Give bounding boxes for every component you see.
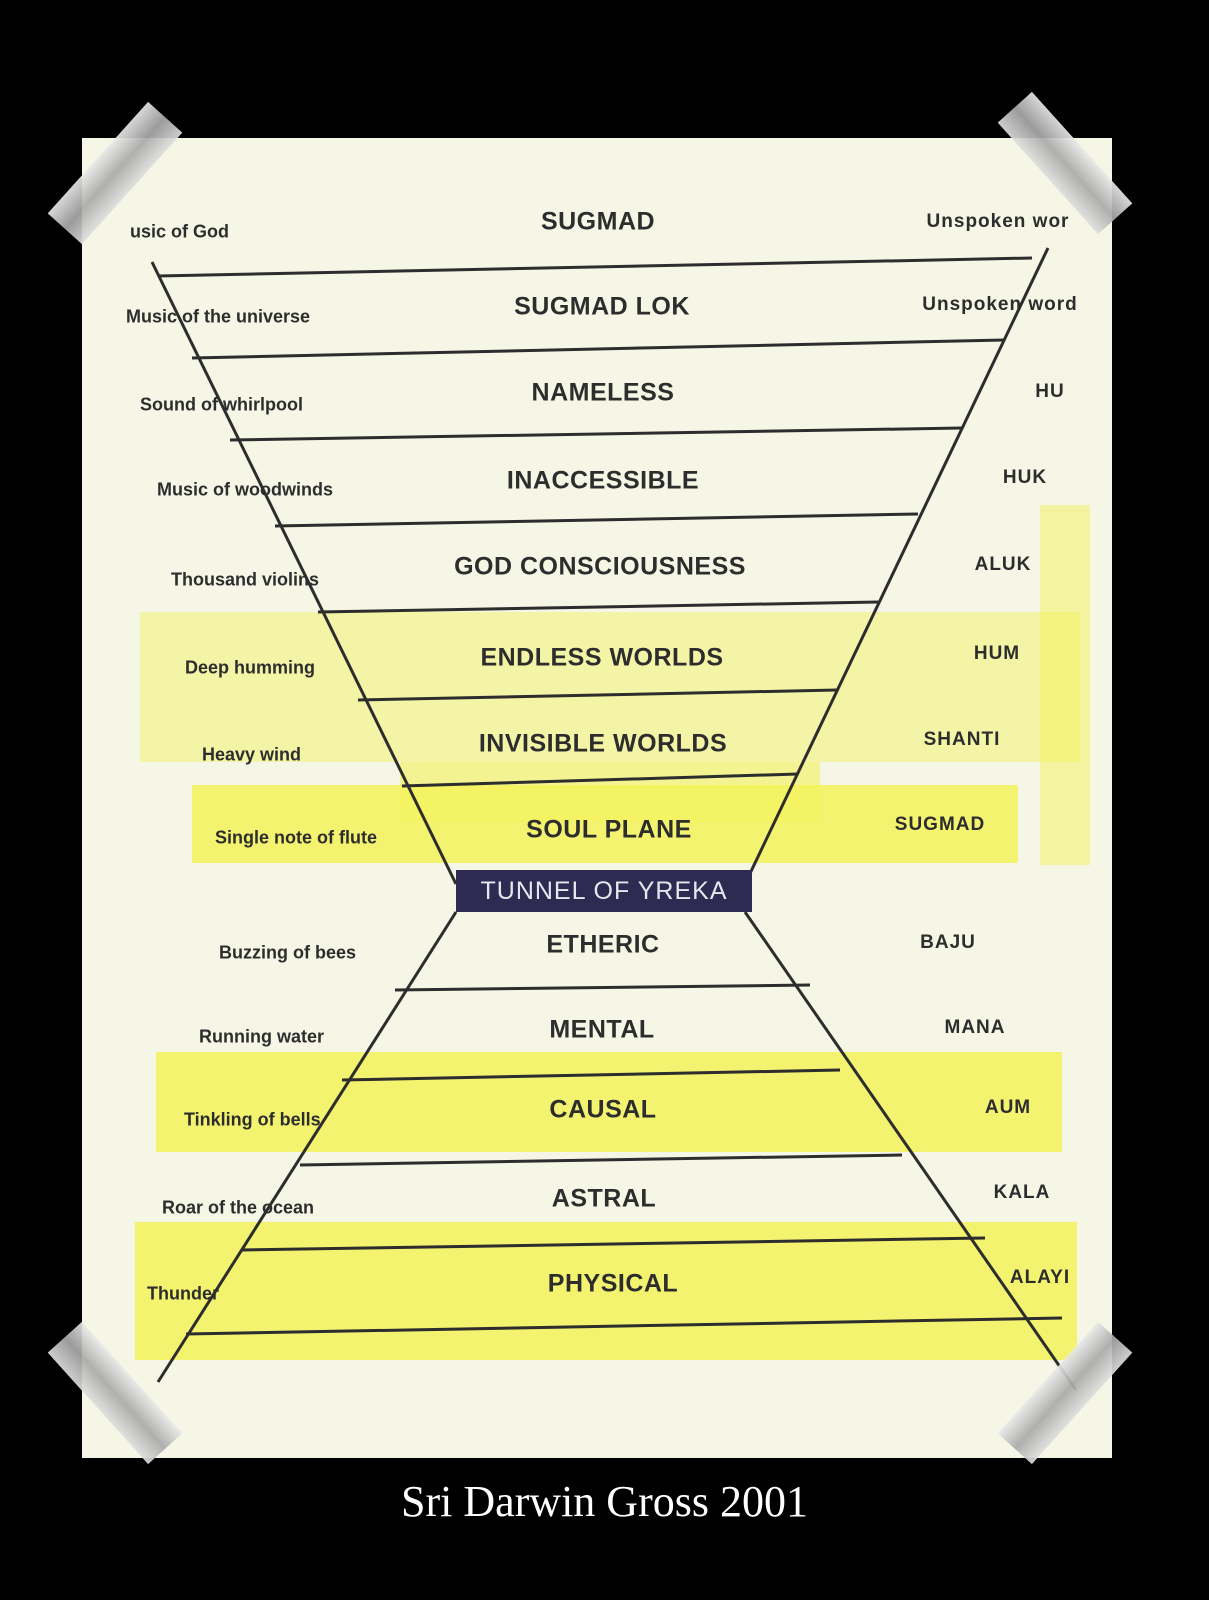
divider-line [357,688,838,702]
plane-sound: Thousand violins [171,569,320,590]
hourglass-side [743,911,1078,1391]
plane-word: SUGMAD [894,814,986,835]
plane-sound: Tinkling of bells [184,1109,321,1130]
hourglass-side [150,261,458,885]
divider-line [229,426,963,442]
plane-name: MENTAL [549,1015,655,1044]
divider-line [274,512,919,528]
hourglass-side [743,247,1050,885]
divider-line [157,256,1033,278]
hourglass-side [156,911,458,1383]
divider-line [341,1068,841,1082]
plane-name: SUGMAD [540,207,656,236]
plane-word: HUM [973,643,1021,664]
plane-name: ENDLESS WORLDS [480,643,724,672]
highlight-band [156,1052,1062,1152]
plane-word: AUM [984,1097,1032,1118]
divider-line [394,983,811,992]
plane-name: NAMELESS [531,378,675,407]
highlight-band [192,785,1018,863]
plane-word: HU [1035,381,1065,402]
highlight-band [1040,505,1090,865]
divider-line [241,1236,986,1252]
plane-word: Unspoken word [922,294,1078,315]
plane-name: GOD CONSCIOUSNESS [454,552,746,581]
plane-word: MANA [944,1017,1006,1038]
plane-word: Unspoken wor [926,211,1070,232]
divider-line [185,1316,1063,1336]
caption: Sri Darwin Gross 2001 [401,1477,808,1526]
tunnel-of-yreka: TUNNEL OF YREKA [456,870,752,912]
plane-sound: Heavy wind [202,744,302,765]
plane-sound: Sound of whirlpool [140,394,303,415]
plane-sound: Buzzing of bees [219,942,357,963]
plane-name: SOUL PLANE [526,815,692,844]
plane-sound: Thunder [147,1283,219,1304]
plane-sound: usic of God [130,221,229,242]
plane-sound: Music of the universe [126,306,311,327]
plane-sound: Running water [199,1026,324,1047]
plane-word: ALUK [974,554,1032,575]
divider-line [299,1153,903,1167]
plane-sound: Roar of the ocean [162,1197,315,1218]
plane-name: ASTRAL [551,1184,657,1213]
plane-sound: Single note of flute [215,827,377,848]
plane-name: SUGMAD LOK [514,292,690,321]
divider-line [401,772,799,788]
plane-sound: Music of woodwinds [157,479,333,500]
plane-name: PHYSICAL [547,1269,679,1298]
highlight-band [140,612,1080,762]
divider-line [191,338,1005,360]
plane-name: INVISIBLE WORLDS [478,729,728,758]
plane-name: CAUSAL [549,1095,657,1124]
plane-word: KALA [993,1182,1051,1203]
plane-name: ETHERIC [546,930,660,959]
plane-name: INACCESSIBLE [506,466,700,495]
plane-word: SHANTI [923,729,1001,750]
plane-word: HUK [1002,467,1048,488]
divider-line [317,600,879,614]
plane-word: ALAYI [1009,1267,1071,1288]
plane-word: BAJU [920,932,976,953]
plane-sound: Deep humming [185,657,316,678]
